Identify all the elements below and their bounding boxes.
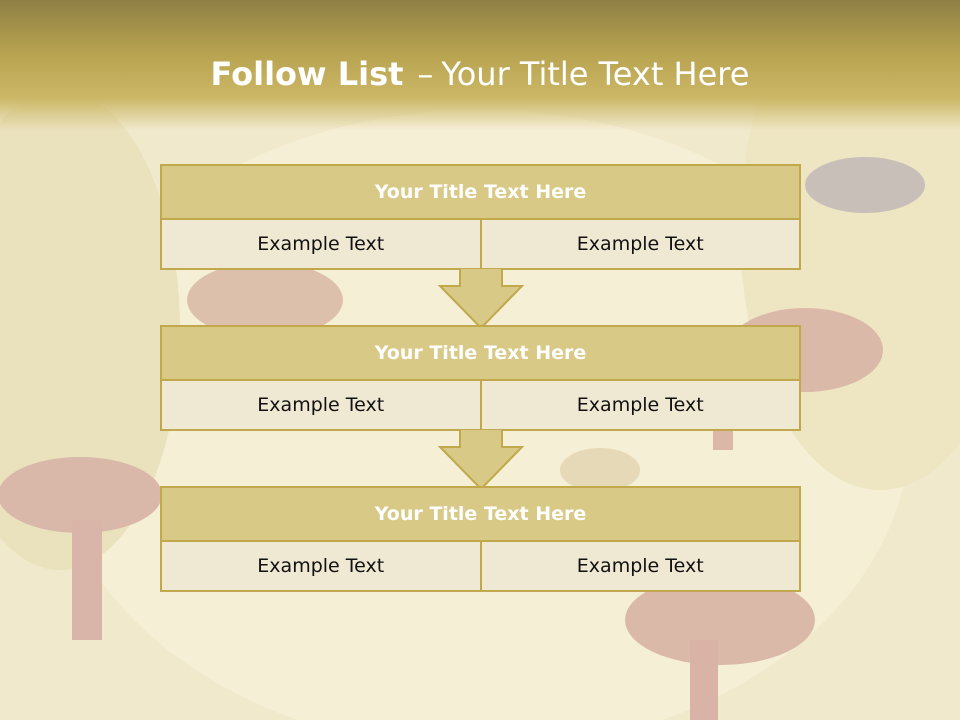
block-cell-left: Example Text — [160, 381, 482, 431]
title-separator: – — [417, 55, 434, 93]
list-block-3: Your Title Text Here Example Text Exampl… — [160, 486, 801, 592]
down-arrow-icon — [438, 429, 524, 491]
down-arrow-icon — [438, 268, 524, 330]
title-bold: Follow List — [210, 55, 404, 93]
block-title: Your Title Text Here — [160, 164, 801, 220]
block-row: Example Text Example Text — [160, 381, 801, 431]
block-cell-right: Example Text — [481, 381, 801, 431]
block-cell-right: Example Text — [481, 220, 801, 270]
block-cell-right: Example Text — [481, 542, 801, 592]
list-block-1: Your Title Text Here Example Text Exampl… — [160, 164, 801, 270]
block-cell-left: Example Text — [160, 220, 482, 270]
block-title: Your Title Text Here — [160, 486, 801, 542]
slide-title: Follow List–Your Title Text Here — [0, 55, 960, 93]
block-row: Example Text Example Text — [160, 220, 801, 270]
title-bar — [0, 0, 960, 130]
list-block-2: Your Title Text Here Example Text Exampl… — [160, 325, 801, 431]
block-cell-left: Example Text — [160, 542, 482, 592]
block-title: Your Title Text Here — [160, 325, 801, 381]
block-row: Example Text Example Text — [160, 542, 801, 592]
title-rest: Your Title Text Here — [441, 55, 750, 93]
